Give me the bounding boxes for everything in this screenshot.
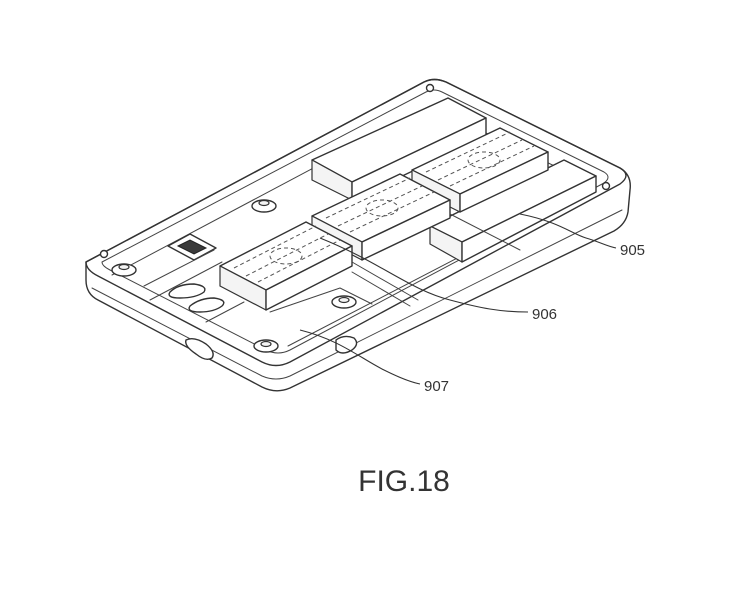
figure-caption: FIG.18 [358, 465, 450, 498]
boss-2 [111, 263, 137, 277]
leader-907 [299, 329, 421, 385]
battery-module-906 [219, 221, 353, 311]
ref-label-906: 906 [532, 306, 557, 323]
corner-post-right [601, 181, 611, 191]
boss-4 [253, 339, 279, 353]
oval-connector-1 [168, 283, 206, 299]
ref-label-907: 907 [424, 378, 449, 395]
boss-3 [331, 295, 357, 309]
side-slot-right [335, 335, 358, 354]
side-slot-left [185, 337, 214, 361]
boss-1 [251, 199, 277, 213]
housing-base-edge [91, 209, 623, 380]
component-905 [429, 159, 597, 263]
ref-label-905: 905 [620, 242, 645, 259]
oval-connector-2 [188, 297, 225, 313]
interconnect-rails [269, 213, 521, 313]
screw-bosses [111, 199, 357, 353]
corner-post-left [99, 249, 109, 259]
leader-906 [319, 237, 529, 313]
upper-block [311, 97, 487, 201]
leader-905 [519, 213, 617, 249]
housing-rim-outer [85, 78, 627, 367]
left-components [143, 233, 245, 323]
corner-post-top [425, 83, 435, 93]
